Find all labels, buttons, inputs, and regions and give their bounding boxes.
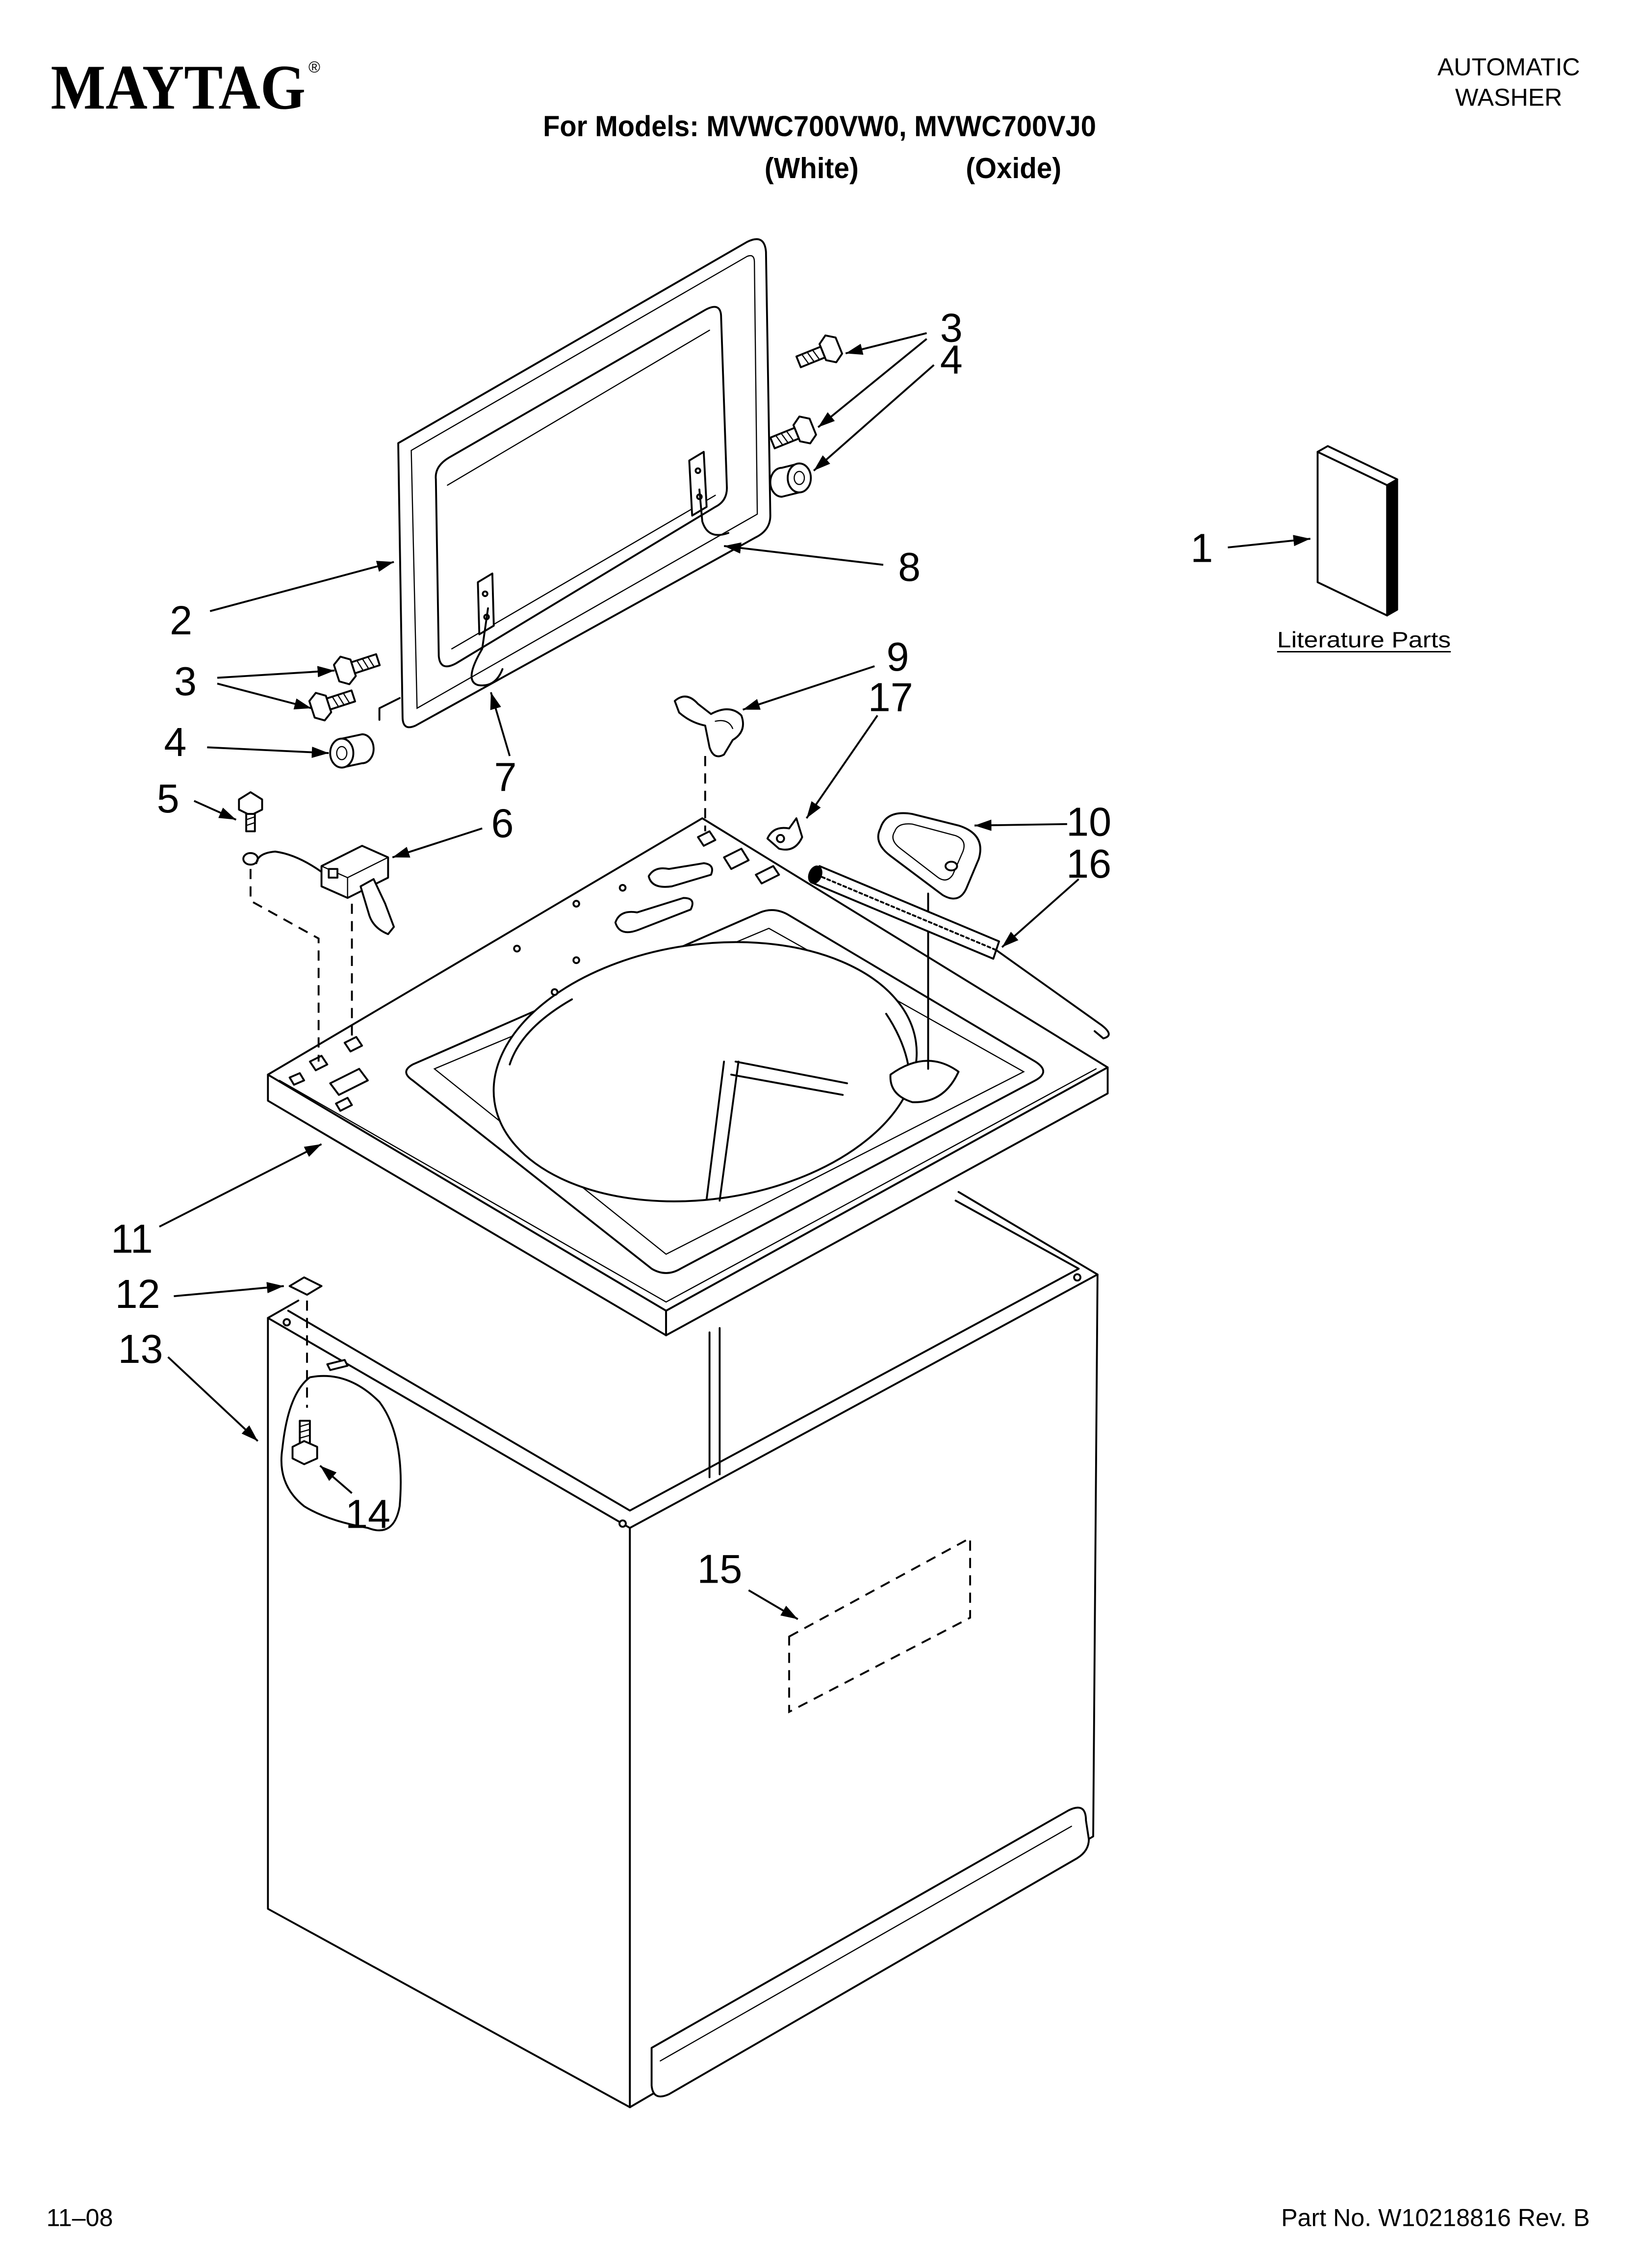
- part-5-screw: [238, 791, 263, 866]
- assembly-path: [249, 869, 320, 1062]
- part-3-screw-left-lower: [308, 689, 356, 722]
- leader-arrow-7: [490, 692, 511, 756]
- part-3-screw-right-lower: [769, 416, 817, 449]
- leader-arrow-4-right: [813, 364, 935, 471]
- callout-9: 9: [886, 634, 909, 679]
- part-4-knob-right: [769, 462, 812, 498]
- part-1-literature: [1316, 445, 1398, 617]
- part-17-clip: [766, 817, 803, 851]
- leader-arrow-16: [1001, 878, 1079, 948]
- leader-arrow-5: [193, 800, 237, 821]
- leader-arrow-11: [159, 1143, 322, 1228]
- callout-11: 11: [111, 1216, 153, 1262]
- leader-arrow-4-left: [207, 746, 329, 758]
- part-4-knob-left: [329, 733, 375, 769]
- part-3-screw-left-upper: [333, 653, 381, 685]
- leader-arrow-3-left-upper: [217, 666, 335, 679]
- callout-4-right: 4: [940, 337, 963, 383]
- part-16-spring: [808, 865, 1110, 1040]
- part-12-clip: [288, 1276, 323, 1296]
- part-3-screw-right-upper: [795, 334, 843, 368]
- product-type-line2: WASHER: [1455, 84, 1562, 111]
- literature-parts-label: Literature Parts: [1277, 627, 1451, 652]
- leader-arrow-2: [209, 561, 394, 612]
- callout-3-right: 3: [940, 305, 963, 351]
- leader-arrow-17: [805, 715, 878, 819]
- leader-arrow-3-left-lower: [217, 682, 312, 709]
- callout-2: 2: [170, 598, 192, 643]
- model-color-white: (White): [765, 152, 859, 184]
- part-2-lid: [378, 238, 771, 729]
- callout-3-left: 3: [174, 658, 197, 704]
- leader-arrow-12: [174, 1282, 284, 1298]
- leader-arrow-10: [974, 819, 1067, 831]
- callout-4-left: 4: [164, 719, 186, 765]
- part-10-dispenser: [877, 812, 981, 900]
- part-14-cutout-view: [280, 1375, 402, 1532]
- leader-arrow-8: [723, 542, 884, 566]
- callout-14: 14: [345, 1491, 390, 1537]
- footer-part-number: Part No. W10218816 Rev. B: [1281, 2204, 1590, 2231]
- brand-logo: MAYTAG: [51, 52, 306, 123]
- callout-10: 10: [1066, 799, 1111, 844]
- callout-17: 17: [868, 674, 913, 720]
- callout-6: 6: [491, 800, 514, 846]
- callout-15: 15: [697, 1546, 742, 1592]
- leader-arrow-15: [748, 1589, 798, 1620]
- part-11-top-panel: [267, 817, 1109, 1336]
- callout-numbers: 1 2 3 3 4 4 5 6 7 8 9 10 11 12 13 14 15 …: [111, 305, 1213, 1592]
- leader-arrow-13: [167, 1356, 258, 1442]
- leader-arrow-3-right-lower: [817, 338, 927, 428]
- callout-1: 1: [1190, 525, 1213, 571]
- part-7-lid-rod: [470, 607, 504, 687]
- part-9-clip: [673, 696, 744, 757]
- callout-8: 8: [898, 544, 921, 590]
- leader-arrow-9: [742, 665, 875, 711]
- footer-date: 11–08: [47, 2204, 113, 2231]
- part-8-lid-rod: [698, 488, 729, 536]
- leader-arrow-1: [1228, 535, 1311, 548]
- part-14-screw: [291, 1420, 318, 1465]
- callout-16: 16: [1066, 841, 1111, 886]
- leader-arrow-3-right-upper: [845, 332, 927, 355]
- dispenser-pocket: [889, 1060, 960, 1103]
- part-13-cabinet: [267, 1191, 1099, 2109]
- toe-kick: [650, 1806, 1090, 2098]
- part-6-lid-switch: [255, 845, 395, 936]
- product-type-line1: AUTOMATIC: [1437, 53, 1580, 81]
- models-line: For Models: MVWC700VW0, MVWC700VJ0: [543, 110, 1096, 142]
- leader-arrow-6: [392, 827, 483, 859]
- callout-12: 12: [115, 1271, 160, 1317]
- leader-arrow-14: [319, 1465, 353, 1494]
- callout-13: 13: [118, 1326, 163, 1372]
- callout-5: 5: [157, 776, 180, 821]
- brand-registered-mark: ®: [308, 58, 320, 76]
- leader-arrows: [159, 332, 1311, 1620]
- part-15-label-area: [788, 1536, 971, 1714]
- model-color-oxide: (Oxide): [966, 152, 1061, 184]
- callout-7: 7: [494, 754, 516, 800]
